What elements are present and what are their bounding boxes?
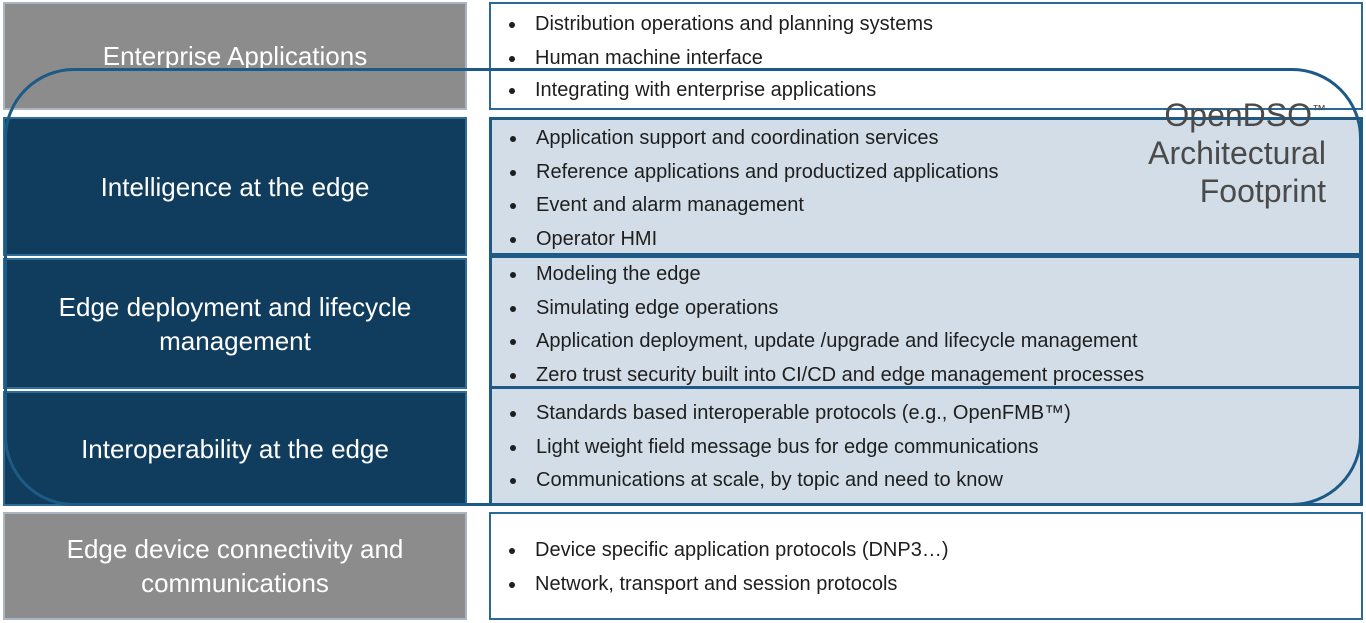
list-item: Device specific application protocols (D… (491, 534, 1361, 568)
list-item: Event and alarm management (492, 189, 1360, 223)
layer-label-text: Edge device connectivity and communicati… (66, 534, 404, 598)
list-item: Communications at scale, by topic and ne… (492, 464, 1360, 498)
layer-label-text: Intelligence at the edge (100, 171, 370, 202)
footprint-line3: Footprint (1199, 173, 1326, 209)
footprint-line2: Architectural (1148, 135, 1326, 171)
list-item: Human machine interface (491, 42, 1361, 76)
layer-label-intelligence-at-the-edge: Intelligence at the edge (3, 117, 467, 256)
layer-label-edge-device-connectivity: Edge device connectivity and communicati… (3, 512, 467, 620)
list-item: Zero trust security built into CI/CD and… (492, 359, 1360, 393)
layer-items-edge-deployment: Modeling the edge Simulating edge operat… (489, 255, 1363, 389)
layer-label-interoperability: Interoperability at the edge (3, 391, 467, 506)
layer-items-edge-device-connectivity: Device specific application protocols (D… (489, 512, 1363, 620)
list-item: Reference applications and productized a… (492, 156, 1360, 190)
list-item: Standards based interoperable protocols … (492, 397, 1360, 431)
opendso-footprint-title: OpenDSO™ Architectural Footprint (1066, 96, 1326, 210)
layer-items-enterprise-applications: Distribution operations and planning sys… (489, 2, 1363, 110)
list-item: Light weight field message bus for edge … (492, 431, 1360, 465)
layer-items-interoperability: Standards based interoperable protocols … (489, 386, 1363, 506)
layer-label-edge-deployment: Edge deployment and lifecycle management (3, 258, 467, 389)
layer-label-text: Interoperability at the edge (81, 433, 389, 464)
trademark-symbol: ™ (1312, 101, 1326, 118)
layer-label-enterprise-applications: Enterprise Applications (3, 2, 467, 110)
list-item: Application support and coordination ser… (492, 122, 1360, 156)
layer-items-intelligence-at-the-edge: Application support and coordination ser… (489, 117, 1363, 256)
list-item: Network, transport and session protocols (491, 568, 1361, 602)
layer-label-text: Enterprise Applications (102, 41, 368, 71)
list-item: Operator HMI (492, 223, 1360, 257)
list-item: Integrating with enterprise applications (491, 74, 1361, 108)
footprint-line1: OpenDSO (1164, 97, 1312, 133)
list-item: Simulating edge operations (492, 292, 1360, 326)
list-item: Modeling the edge (492, 258, 1360, 292)
list-item: Distribution operations and planning sys… (491, 8, 1361, 42)
list-item: Application deployment, update /upgrade … (492, 325, 1360, 359)
layer-label-text: Edge deployment and lifecycle management (58, 291, 412, 356)
